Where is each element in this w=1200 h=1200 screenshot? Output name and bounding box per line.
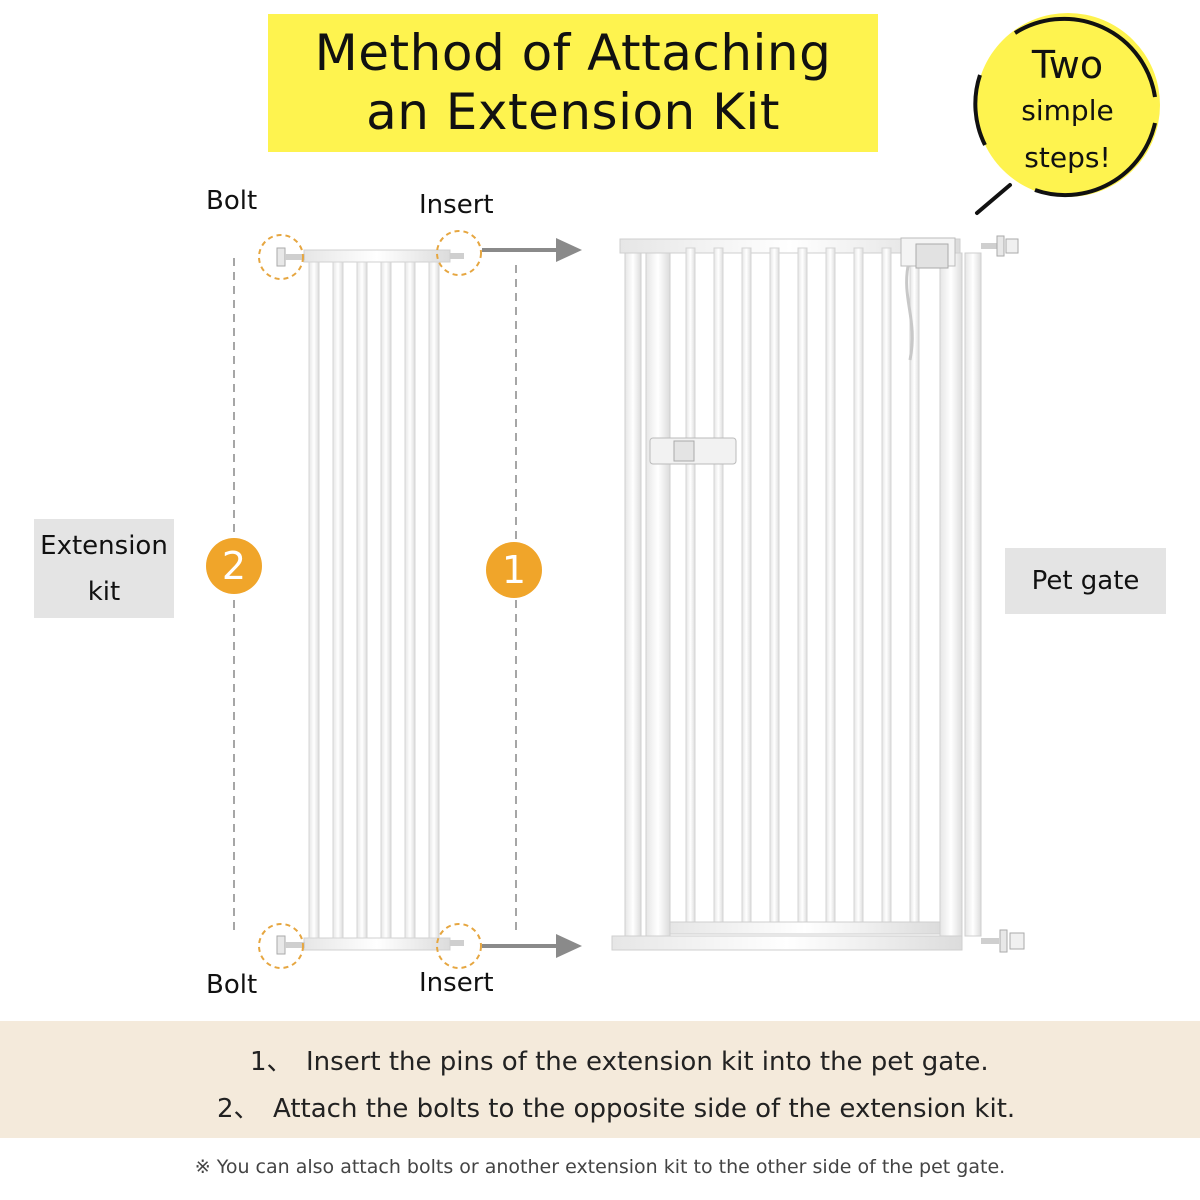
bolt-bottom-icon <box>258 923 305 969</box>
instruction-1-number: 1、 <box>250 1047 293 1077</box>
extension-bottom-rail <box>303 937 451 951</box>
bubble-outline-bottom <box>1034 122 1157 198</box>
footnote: ※ You can also attach bolts or another e… <box>194 1156 1006 1178</box>
instruction-2: 2、 Attach the bolts to the opposite side … <box>217 1088 1015 1125</box>
step-badge-1: 1 <box>486 542 542 598</box>
bubble-outline-left <box>973 74 987 146</box>
gate-hinge-post <box>645 252 671 937</box>
extension-kit-label-line-1: Extension <box>40 530 168 561</box>
extension-kit-label-line-2: kit <box>87 576 121 607</box>
extension-kit-label: Extension kit <box>34 519 174 618</box>
gate-handle-icon <box>649 437 737 465</box>
gate-top-rail <box>619 238 961 254</box>
gate-bars <box>685 247 920 925</box>
bubble-tail <box>975 183 1012 215</box>
gate-door-bottom-rail <box>669 921 941 935</box>
title-line-1: Method of Attaching <box>314 24 832 82</box>
instruction-1: 1、 Insert the pins of the extension kit i… <box>250 1041 989 1078</box>
bolt-bottom-label: Bolt <box>206 970 258 1000</box>
arrow-top-icon <box>482 238 582 262</box>
diagram-illustration <box>233 230 1025 969</box>
extension-bars <box>308 261 440 939</box>
insert-pin-top-icon <box>436 230 482 276</box>
bolt-top-icon <box>258 234 305 280</box>
instruction-1-text: Insert the pins of the extension kit int… <box>306 1047 989 1077</box>
bubble-text: Two simple steps! <box>985 40 1150 184</box>
speech-bubble <box>973 13 1160 215</box>
gate-tension-bolt-bottom-icon <box>981 929 1025 953</box>
gate-left-post <box>624 252 642 937</box>
title-line-2: an Extension Kit <box>366 83 780 141</box>
pet-gate-label-text: Pet gate <box>1031 566 1140 596</box>
instruction-2-text: Attach the bolts to the opposite side of… <box>273 1094 1016 1124</box>
insert-pin-bottom-icon <box>436 923 482 969</box>
gate-right-post <box>964 252 982 937</box>
extension-kit-illustration <box>258 230 482 969</box>
bolt-top-label: Bolt <box>206 186 258 216</box>
instructions-panel: 1、 Insert the pins of the extension kit i… <box>0 1021 1200 1138</box>
arrow-bottom-icon <box>482 934 582 958</box>
bubble-outline-top <box>1013 16 1157 98</box>
insert-top-label: Insert <box>419 190 494 220</box>
pet-gate-label: Pet gate <box>1005 548 1166 614</box>
gate-latch-post <box>939 252 963 937</box>
title-banner: Method of Attaching an Extension Kit <box>268 14 878 152</box>
bubble-fill <box>976 13 1160 197</box>
gate-latch-icon <box>900 237 956 361</box>
instruction-2-number: 2、 <box>217 1094 260 1124</box>
pet-gate-illustration <box>611 235 1025 953</box>
gate-tension-bolt-top-icon <box>981 235 1019 257</box>
gate-bottom-rail <box>611 935 963 951</box>
insert-bottom-label: Insert <box>419 968 494 998</box>
bubble-line-2: simple <box>1021 94 1114 127</box>
extension-top-rail <box>303 249 451 263</box>
bubble-line-3: steps! <box>1024 141 1111 174</box>
step-badge-2: 2 <box>206 538 262 594</box>
bubble-line-1: Two <box>1031 43 1104 87</box>
